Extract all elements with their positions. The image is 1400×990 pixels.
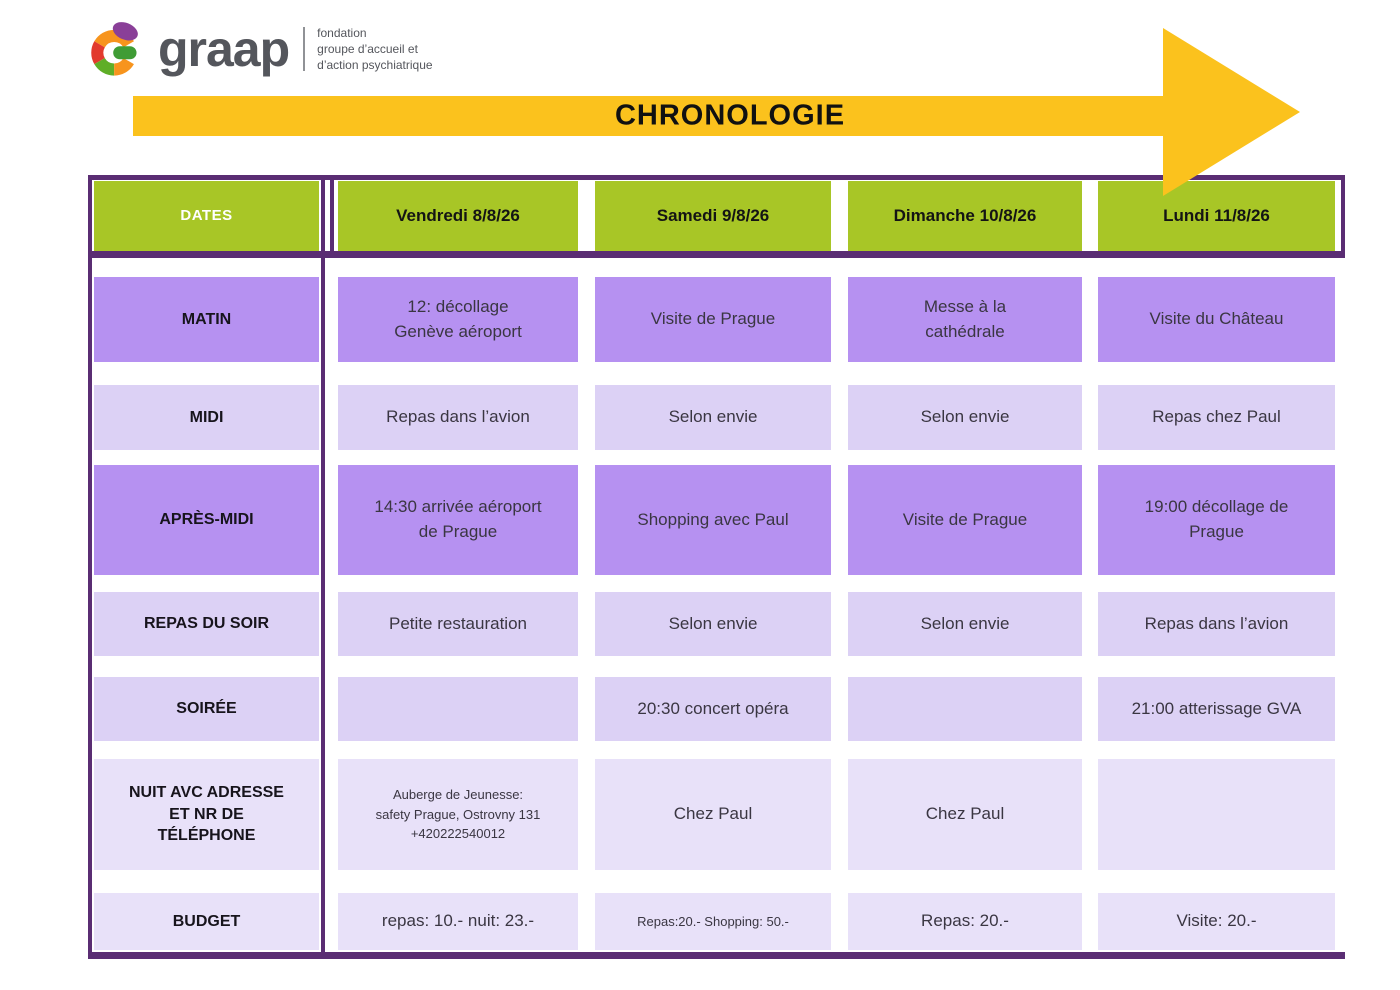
- table-top-border: [88, 175, 1345, 180]
- row-label-matin: MATIN: [94, 277, 319, 362]
- cell-soiree-dimanche: [848, 677, 1082, 741]
- cell-apres-midi-lundi: 19:00 décollage de Prague: [1098, 465, 1335, 575]
- header-underline: [88, 251, 1345, 258]
- header-cell-vendredi: Vendredi 8/8/26: [338, 181, 578, 251]
- cell-budget-lundi: Visite: 20.-: [1098, 893, 1335, 950]
- header-cell-samedi: Samedi 9/8/26: [595, 181, 831, 251]
- cell-matin-vendredi: 12: décollage Genève aéroport: [338, 277, 578, 362]
- graap-logo: graap fondation groupe d’accueil et d’ac…: [88, 18, 433, 80]
- cell-apres-midi-vendredi: 14:30 arrivée aéroport de Prague: [338, 465, 578, 575]
- logo-tagline: fondation groupe d’accueil et d’action p…: [317, 26, 432, 72]
- banner-title: CHRONOLOGIE: [614, 99, 846, 132]
- header-cell-dimanche: Dimanche 10/8/26: [848, 181, 1082, 251]
- row-label-soiree: SOIRÉE: [94, 677, 319, 741]
- cell-soiree-samedi: 20:30 concert opéra: [595, 677, 831, 741]
- header-cell-dates: DATES: [94, 181, 319, 251]
- chronologie-banner: [133, 96, 1163, 136]
- row-label-repas-du-soir: REPAS DU SOIR: [94, 592, 319, 656]
- cell-midi-samedi: Selon envie: [595, 385, 831, 450]
- cell-matin-dimanche: Messe à la cathédrale: [848, 277, 1082, 362]
- cell-midi-vendredi: Repas dans l’avion: [338, 385, 578, 450]
- cell-matin-samedi: Visite de Prague: [595, 277, 831, 362]
- cell-nuit-avc-adresse-et-nr-de-telephone-vendredi: Auberge de Jeunesse: safety Prague, Ostr…: [338, 759, 578, 870]
- cell-repas-du-soir-samedi: Selon envie: [595, 592, 831, 656]
- cell-budget-vendredi: repas: 10.- nuit: 23.-: [338, 893, 578, 950]
- cell-repas-du-soir-lundi: Repas dans l’avion: [1098, 592, 1335, 656]
- cell-nuit-avc-adresse-et-nr-de-telephone-lundi: [1098, 759, 1335, 870]
- cell-midi-lundi: Repas chez Paul: [1098, 385, 1335, 450]
- row-label-budget: BUDGET: [94, 893, 319, 950]
- row-label-apres-midi: APRÈS-MIDI: [94, 465, 319, 575]
- cell-repas-du-soir-dimanche: Selon envie: [848, 592, 1082, 656]
- cell-soiree-vendredi: [338, 677, 578, 741]
- cell-apres-midi-dimanche: Visite de Prague: [848, 465, 1082, 575]
- graap-logo-icon: [91, 22, 138, 76]
- cell-nuit-avc-adresse-et-nr-de-telephone-dimanche: Chez Paul: [848, 759, 1082, 870]
- cell-apres-midi-samedi: Shopping avec Paul: [595, 465, 831, 575]
- tagline-line: fondation: [317, 26, 367, 40]
- cell-repas-du-soir-vendredi: Petite restauration: [338, 592, 578, 656]
- logo-divider: [303, 27, 306, 71]
- cell-midi-dimanche: Selon envie: [848, 385, 1082, 450]
- cell-budget-dimanche: Repas: 20.-: [848, 893, 1082, 950]
- brand-text: graap: [158, 21, 290, 77]
- cell-matin-lundi: Visite du Château: [1098, 277, 1335, 362]
- cell-soiree-lundi: 21:00 atterissage GVA: [1098, 677, 1335, 741]
- arrow-right-icon: [1163, 28, 1300, 196]
- tagline-line: groupe d’accueil et: [317, 42, 418, 56]
- row-label-nuit-avc-adresse-et-nr-de-telephone: NUIT AVC ADRESSE ET NR DE TÉLÉPHONE: [94, 759, 319, 870]
- cell-nuit-avc-adresse-et-nr-de-telephone-samedi: Chez Paul: [595, 759, 831, 870]
- tagline-line: d’action psychiatrique: [317, 58, 433, 72]
- row-label-midi: MIDI: [94, 385, 319, 450]
- cell-budget-samedi: Repas:20.- Shopping: 50.-: [595, 893, 831, 950]
- table-bottom-border: [88, 952, 1345, 959]
